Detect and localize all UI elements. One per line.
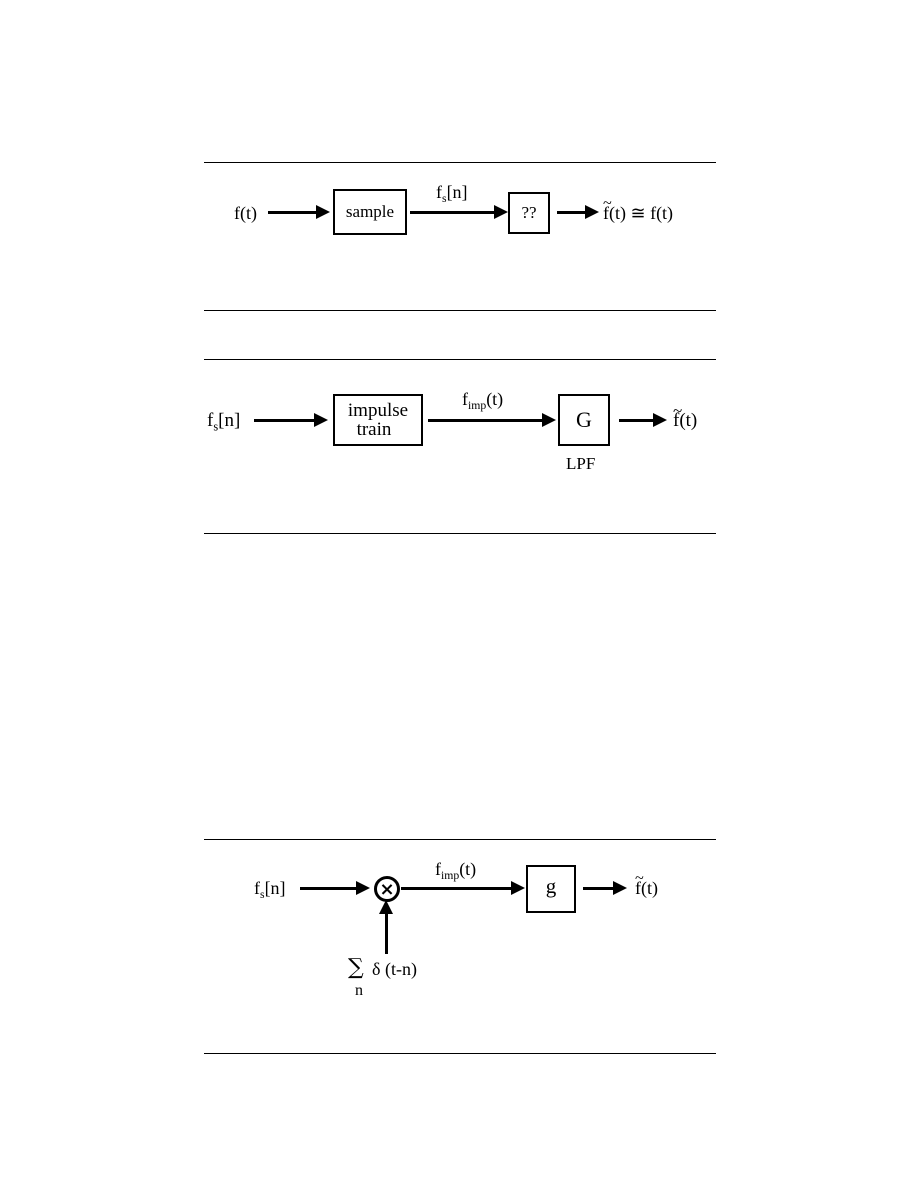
d3-multiplier-node: × [374, 876, 400, 902]
d2-signal-label: fimp(t) [462, 389, 504, 413]
d2-arrow-mid [428, 413, 556, 427]
d2-impulse-train-block: impulse train [333, 394, 423, 446]
d2-g-label: G [576, 407, 592, 432]
d2-arrow-out [619, 413, 667, 427]
d1-arrow-mid [410, 205, 508, 219]
d3-impulse-expression: δ (t-n) [372, 959, 417, 979]
d3-signal-label: fimp(t) [435, 859, 477, 883]
d1-unknown-label: ?? [521, 203, 537, 222]
d1-output-label: f(t) ≅ f(t) [603, 195, 673, 222]
d3-g-block: g [526, 865, 576, 913]
divider-bottom-1 [204, 310, 716, 311]
d3-g-label: g [545, 873, 557, 898]
d3-arrow-up [379, 900, 393, 954]
d3-sum-symbol: ∑ [348, 955, 364, 980]
divider-top-1 [204, 162, 716, 163]
divider-bottom-2 [204, 533, 716, 534]
d2-arrow-in [254, 413, 328, 427]
d1-signal-label: fs[n] [436, 182, 468, 206]
d3-output-label: f(t) [635, 870, 658, 897]
d2-g-block: G [558, 394, 610, 446]
d1-arrow-out [557, 205, 599, 219]
d3-multiplier-symbol: × [379, 878, 395, 900]
divider-top-3 [204, 839, 716, 840]
d1-sample-block: sample [333, 189, 407, 235]
d2-input-label: fs[n] [207, 410, 241, 434]
d1-arrow-in [268, 205, 330, 219]
d1-unknown-block: ?? [508, 192, 550, 234]
d1-input-label: f(t) [234, 203, 257, 223]
d2-impulse-label-1: impulse [347, 400, 409, 421]
d2-lpf-caption: LPF [566, 454, 596, 473]
d3-arrow-out [583, 881, 627, 895]
d3-arrow-mid [401, 881, 525, 895]
d2-impulse-label-2: train [356, 419, 392, 440]
d3-arrow-in [300, 881, 370, 895]
d3-sum-index: n [355, 982, 363, 999]
d2-output-label: f(t) [673, 402, 697, 430]
d1-sample-label: sample [345, 202, 395, 221]
divider-top-2 [204, 359, 716, 360]
divider-bottom-3 [204, 1053, 716, 1054]
d3-input-label: fs[n] [254, 878, 286, 902]
